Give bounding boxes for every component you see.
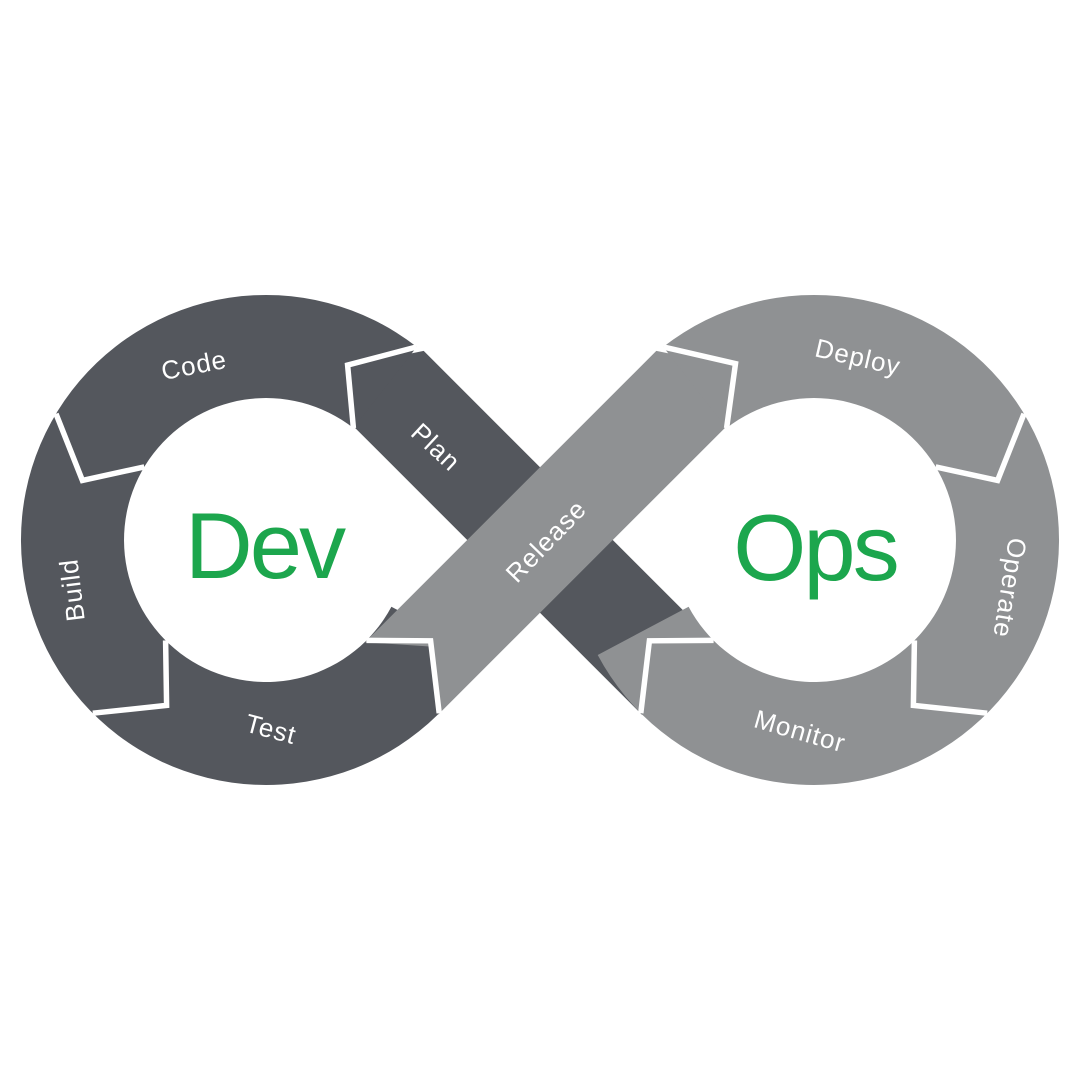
release-ribbon	[365, 350, 738, 715]
separator-build-test	[92, 640, 170, 716]
separator-deploy-operate	[935, 412, 1027, 484]
ops-loop-arc	[597, 294, 1060, 785]
loop-titles: Dev Ops	[185, 493, 900, 600]
ops-loop-separators	[366, 344, 1027, 716]
separator-release-deploy	[662, 344, 739, 429]
dev-loop-arc	[20, 294, 483, 785]
dev-loop-separators	[53, 344, 418, 716]
ops-title: Ops	[733, 495, 896, 600]
separator-plan-code	[344, 344, 418, 429]
separator-operate-monitor	[910, 640, 988, 716]
ops-loop-shapes	[365, 294, 1060, 785]
dev-title: Dev	[185, 493, 346, 598]
separator-code-build	[53, 412, 145, 484]
separator-test-release	[366, 637, 442, 714]
separator-monitor-plan	[638, 637, 714, 714]
